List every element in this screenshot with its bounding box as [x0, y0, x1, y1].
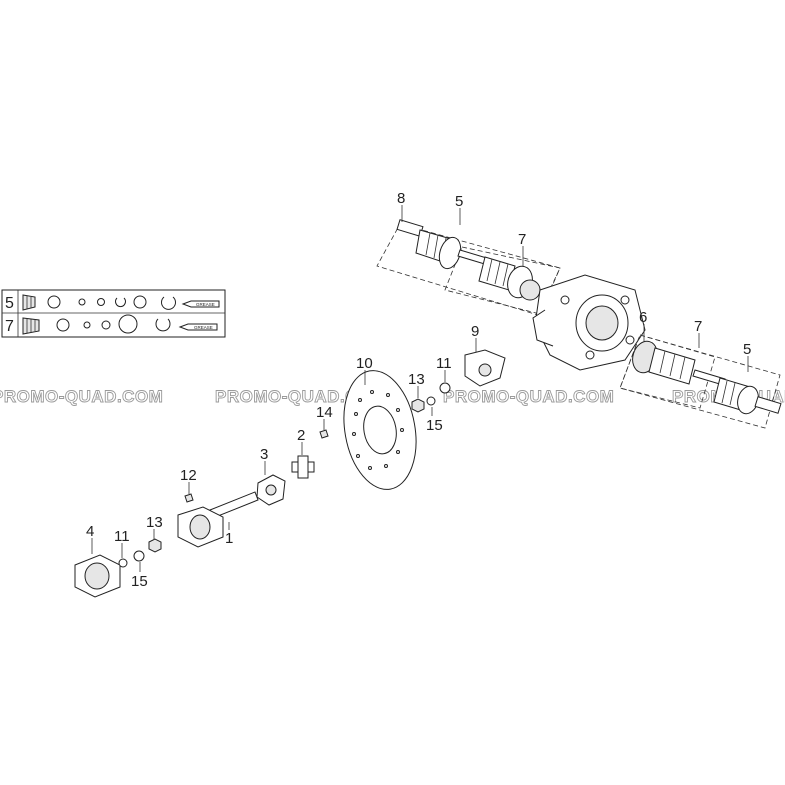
- part-11-washer-lower: [118, 558, 128, 568]
- callout-7-upper: 7: [518, 231, 526, 248]
- callout-6: 6: [639, 309, 647, 326]
- part-12-bolt: [184, 493, 194, 503]
- part-4-flange: [74, 554, 121, 598]
- part-15-washer-upper: [426, 396, 436, 406]
- callout-11-upper: 11: [436, 355, 452, 372]
- kit-row-5-number: 5: [5, 295, 14, 312]
- part-15-washer-lower: [133, 550, 145, 562]
- upper-drive-shaft-assembly: [376, 219, 561, 316]
- part-10-brake-disc: [343, 370, 417, 490]
- kit-row-5-items: GREASE: [22, 294, 220, 311]
- callout-15-upper: 15: [426, 417, 443, 434]
- kit-row-7-items: GREASE: [22, 314, 218, 335]
- watermark-3: PROMO-QUAD.COM: [443, 387, 614, 406]
- callout-13-lower: 13: [146, 514, 163, 531]
- part-1-shaft: [177, 491, 259, 548]
- callout-15-lower: 15: [131, 573, 148, 590]
- differential-housing: [532, 274, 646, 371]
- watermark-2: PROMO-QUAD.COM: [215, 387, 386, 406]
- callout-4: 4: [86, 523, 94, 540]
- lower-drive-shaft-assembly: [619, 334, 782, 429]
- kit-legend: 5 7 GREASE GREASE: [1, 289, 226, 338]
- part-3-yoke: [256, 474, 286, 506]
- callout-11-lower: 11: [114, 528, 130, 545]
- part-14-bolt: [319, 429, 329, 439]
- callout-5-upper: 5: [455, 193, 463, 210]
- callout-1: 1: [225, 530, 233, 547]
- callout-9: 9: [471, 323, 479, 340]
- callout-7-lower: 7: [694, 318, 702, 335]
- callout-8: 8: [397, 190, 405, 207]
- part-13-nut-lower: [148, 538, 162, 553]
- leader-lines: [91, 205, 749, 572]
- part-11-washer-upper: [439, 382, 451, 394]
- callout-14: 14: [316, 404, 333, 421]
- part-2-cross-joint: [291, 455, 315, 479]
- callout-2: 2: [297, 427, 305, 444]
- part-9-yoke: [464, 349, 506, 387]
- watermark-1: PROMO-QUAD.COM: [0, 387, 163, 406]
- callout-3: 3: [260, 446, 268, 463]
- part-13-nut-upper: [411, 398, 425, 413]
- callout-13-upper: 13: [408, 371, 425, 388]
- kit-row-7-grease-tag: GREASE: [194, 325, 213, 330]
- kit-row-5-grease-tag: GREASE: [196, 302, 215, 307]
- callout-10: 10: [356, 355, 373, 372]
- kit-row-7-number: 7: [5, 318, 14, 335]
- callout-12: 12: [180, 467, 197, 484]
- callout-5-lower: 5: [743, 341, 751, 358]
